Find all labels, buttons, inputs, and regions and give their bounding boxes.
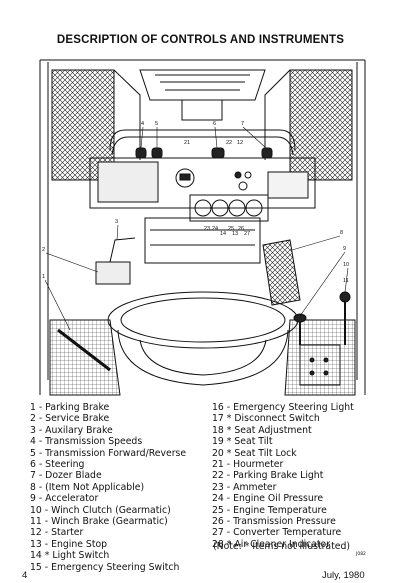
- hourmeter-gauge: [175, 168, 195, 188]
- cab-controls-illustration: 1 2 3 4 5 6 7 8 9 10 11 21 22 12 23 14 2…: [39, 59, 366, 396]
- legend-item: 22 - Parking Brake Light: [212, 470, 324, 482]
- callout-9: 9: [343, 246, 346, 252]
- legend-item: 9 - Accelerator: [30, 493, 99, 505]
- legend-item: 15 - Emergency Steering Switch: [30, 561, 180, 573]
- callout-10: 10: [343, 262, 349, 268]
- legend-item: 14 * Light Switch: [30, 550, 110, 562]
- legend-item: 2 - Service Brake: [30, 413, 110, 425]
- figure-code: J082: [356, 552, 366, 557]
- lever-7-knob: [261, 147, 273, 159]
- engine-temp-gauge: [228, 199, 246, 217]
- legend-item: 18 * Seat Adjustment: [212, 424, 312, 436]
- callout-1: 1: [42, 274, 45, 280]
- callout-6: 6: [213, 121, 216, 127]
- legend-item: 17 * Disconnect Switch: [212, 413, 320, 425]
- callout-2: 2: [42, 247, 45, 253]
- lever-6-knob: [211, 147, 225, 159]
- legend-left-column: 1 - Parking Brake 2 - Service Brake 3 - …: [30, 402, 186, 573]
- lever-5-knob: [151, 147, 163, 159]
- callout-labels: 1 2 3 4 5 6 7 8 9 10 11 21 22 12 23 14 2…: [42, 121, 349, 284]
- legend-item: 3 - Auxilary Brake: [30, 424, 113, 436]
- legend-item: 28 * Air Cleaner Indicator: [212, 538, 331, 550]
- callout-26: 26: [238, 226, 244, 232]
- ammeter-gauge: [194, 199, 212, 217]
- legend-item: 19 * Seat Tilt: [212, 436, 273, 448]
- callout-11: 11: [343, 278, 349, 284]
- callout-14: 14: [220, 231, 226, 237]
- legend-item: 24 - Engine Oil Pressure: [212, 493, 324, 505]
- legend-item: 6 - Steering: [30, 459, 85, 471]
- trans-pressure-gauge: [245, 199, 263, 217]
- legend-item: 26 - Transmission Pressure: [212, 516, 336, 528]
- callout-12: 12: [237, 140, 243, 146]
- legend-item: 8 - (Item Not Applicable): [30, 481, 145, 493]
- legend-item: 21 - Hourmeter: [212, 459, 284, 471]
- legend-item: 12 - Starter: [30, 527, 84, 539]
- legend-item: 16 - Emergency Steering Light: [212, 402, 354, 413]
- legend-item: 1 - Parking Brake: [30, 402, 110, 413]
- callout-25: 25: [228, 226, 234, 232]
- publication-date: July, 1980: [322, 570, 365, 581]
- callout-4: 4: [141, 121, 144, 127]
- legend-item: 4 - Transmission Speeds: [30, 436, 143, 448]
- callout-22: 22: [226, 140, 232, 146]
- footnote: (Note: * Items not illustrated): [213, 541, 351, 552]
- callout-21: 21: [184, 140, 190, 146]
- right-window-mesh: [289, 69, 353, 181]
- accelerator-pedal: [262, 239, 301, 306]
- brake-pedal-plate: [95, 261, 131, 285]
- right-floor-mesh: [284, 319, 356, 396]
- callout-5: 5: [155, 121, 158, 127]
- callout-13: 13: [232, 231, 238, 237]
- page-title: DESCRIPTION OF CONTROLS AND INSTRUMENTS: [56, 34, 345, 46]
- legend-item: 5 - Transmission Forward/Reverse: [30, 447, 187, 459]
- callout-7: 7: [241, 121, 244, 127]
- lever-4-knob: [135, 147, 147, 159]
- legend-right-column: 16 - Emergency Steering Light 17 * Disco…: [212, 402, 354, 550]
- legend-item: 23 - Ammeter: [212, 481, 277, 493]
- page-number: 4: [22, 570, 28, 581]
- callout-24: 24: [212, 226, 218, 232]
- legend-item: 20 * Seat Tilt Lock: [212, 447, 297, 459]
- legend-item: 11 - Winch Brake (Gearmatic): [30, 516, 168, 528]
- callout-23: 23: [204, 226, 210, 232]
- oil-pressure-gauge: [211, 199, 229, 217]
- callout-8: 8: [340, 230, 343, 236]
- legend-item: 7 - Dozer Blade: [30, 470, 102, 482]
- legend-item: 10 - Winch Clutch (Gearmatic): [30, 504, 171, 516]
- legend-item: 27 - Converter Temperature: [212, 527, 342, 539]
- legend-item: 25 - Engine Temperature: [212, 504, 327, 516]
- callout-27: 27: [244, 231, 250, 237]
- callout-3: 3: [115, 219, 118, 225]
- legend-item: 13 - Engine Stop: [30, 538, 108, 550]
